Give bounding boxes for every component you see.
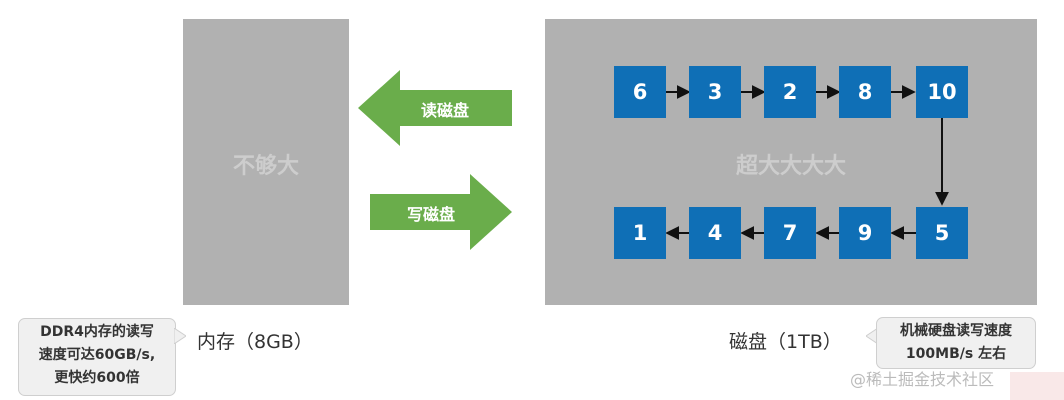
- memory-note: DDR4内存的读写 速度可达60GB/s, 更快约600倍: [18, 318, 176, 396]
- disk-block: 7: [764, 207, 816, 259]
- write-arrow-label: 写磁盘: [406, 205, 455, 224]
- disk-block: 10: [916, 66, 968, 118]
- read-arrow: [358, 70, 512, 146]
- disk-block: 9: [839, 207, 891, 259]
- disk-block: 5: [916, 207, 968, 259]
- disk-note-line: 100MB/s 左右: [905, 346, 1007, 362]
- disk-block: 1: [614, 207, 666, 259]
- memory-note-pointer: [174, 328, 186, 344]
- watermark: @稀土掘金技术社区: [850, 370, 995, 389]
- memory-note-line: 速度可达60GB/s,: [38, 347, 156, 363]
- disk-block: 2: [764, 66, 816, 118]
- memory-inner-label: 不够大: [232, 154, 299, 179]
- memory-note-line: DDR4内存的读写: [40, 324, 154, 340]
- disk-note: 机械硬盘读写速度 100MB/s 左右: [876, 317, 1036, 369]
- disk-block: 6: [614, 66, 666, 118]
- disk-block: 3: [689, 66, 741, 118]
- disk-note-line: 机械硬盘读写速度: [900, 323, 1012, 339]
- disk-block: 8: [839, 66, 891, 118]
- memory-box: [183, 19, 349, 305]
- disk-note-pointer: [866, 328, 878, 344]
- memory-caption: 内存（8GB）: [197, 331, 313, 353]
- write-arrow: [370, 174, 512, 250]
- disk-block: 4: [689, 207, 741, 259]
- read-arrow-label: 读磁盘: [420, 101, 469, 120]
- memory-note-line: 更快约600倍: [54, 370, 140, 386]
- disk-inner-label: 超大大大大: [735, 154, 846, 179]
- disk-caption: 磁盘（1TB）: [729, 331, 842, 353]
- watermark-smudge: [1010, 372, 1064, 400]
